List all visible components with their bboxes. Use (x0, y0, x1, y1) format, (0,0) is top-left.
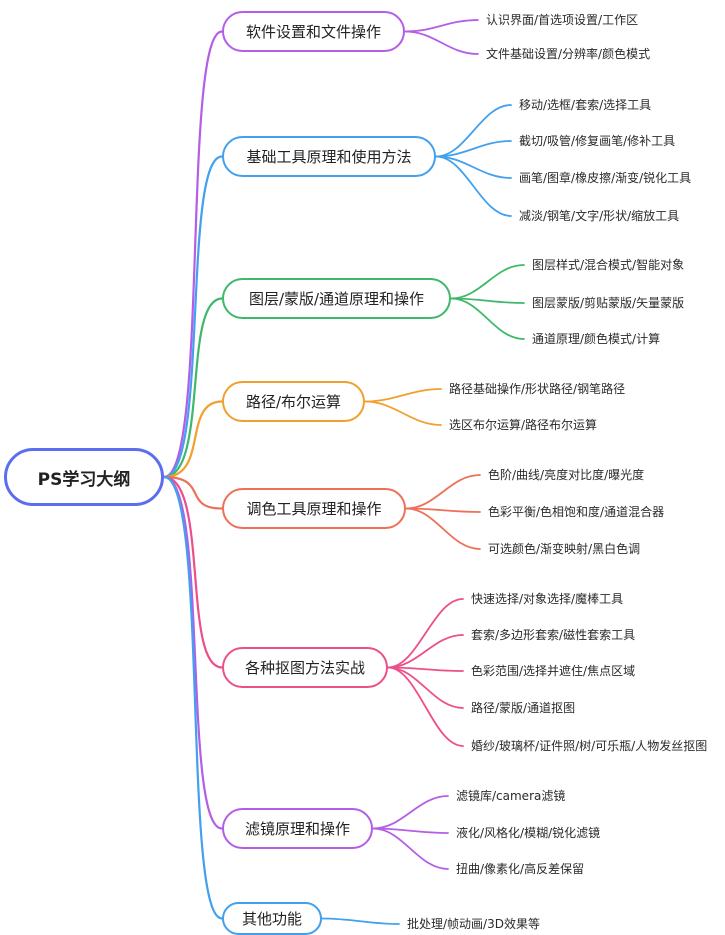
branch-leaf-connector (435, 155, 512, 217)
branch-node[interactable]: 滤镜原理和操作 (222, 808, 373, 849)
leaf-node[interactable]: 色彩范围/选择并遮住/焦点区域 (471, 664, 636, 678)
leaf-node[interactable]: 移动/选框/套索/选择工具 (519, 98, 652, 112)
leaf-node[interactable]: 色阶/曲线/亮度对比度/曝光度 (488, 468, 645, 482)
branch-leaf-connector (321, 917, 400, 925)
root-branch-connector (162, 475, 224, 920)
leaf-node[interactable]: 路径/蒙版/通道抠图 (471, 701, 576, 715)
branch-leaf-connector (404, 30, 479, 55)
leaf-node[interactable]: 液化/风格化/模糊/锐化滤镜 (456, 826, 601, 840)
root-branch-connector (162, 400, 224, 479)
leaf-node[interactable]: 画笔/图章/橡皮擦/渐变/锐化工具 (519, 171, 692, 185)
root-node[interactable]: PS学习大纲 (4, 448, 164, 506)
leaf-node[interactable]: 快速选择/对象选择/魔棒工具 (471, 592, 624, 606)
branch-node[interactable]: 路径/布尔运算 (222, 381, 365, 422)
branch-leaf-connector (372, 827, 449, 870)
leaf-node[interactable]: 通道原理/颜色模式/计算 (532, 332, 661, 346)
branch-node[interactable]: 调色工具原理和操作 (222, 488, 406, 529)
branch-node[interactable]: 其他功能 (222, 902, 322, 935)
leaf-node[interactable]: 批处理/帧动画/3D效果等 (407, 917, 540, 931)
branch-leaf-connector (364, 388, 442, 403)
branch-leaf-connector (405, 507, 481, 550)
root-branch-connector (162, 30, 224, 479)
leaf-node[interactable]: 色彩平衡/色相饱和度/通道混合器 (488, 505, 665, 519)
leaf-node[interactable]: 图层蒙版/剪贴蒙版/矢量蒙版 (532, 296, 685, 310)
root-branch-connector (162, 155, 224, 479)
leaf-node[interactable]: 套索/多边形套索/磁性套索工具 (471, 628, 636, 642)
branch-leaf-connector (450, 264, 525, 300)
branch-leaf-connector (435, 140, 512, 158)
branch-leaf-connector (387, 598, 464, 669)
leaf-node[interactable]: 路径基础操作/形状路径/钢笔路径 (449, 382, 626, 396)
branch-leaf-connector (387, 634, 464, 669)
branch-leaf-connector (387, 666, 464, 709)
branch-leaf-connector (450, 297, 525, 340)
branch-leaf-connector (387, 666, 464, 747)
branch-node[interactable]: 基础工具原理和使用方法 (222, 136, 436, 177)
leaf-node[interactable]: 图层样式/混合模式/智能对象 (532, 258, 685, 272)
leaf-node[interactable]: 扭曲/像素化/高反差保留 (456, 862, 585, 876)
root-branch-connector (162, 297, 224, 479)
leaf-node[interactable]: 婚纱/玻璃杯/证件照/树/可乐瓶/人物发丝抠图 (471, 739, 708, 753)
branch-leaf-connector (405, 474, 481, 510)
leaf-node[interactable]: 可选颜色/渐变映射/黑白色调 (488, 542, 641, 556)
branch-leaf-connector (435, 104, 512, 158)
root-branch-connector (162, 475, 224, 830)
branch-leaf-connector (364, 400, 442, 426)
branch-leaf-connector (404, 19, 479, 33)
branch-node[interactable]: 软件设置和文件操作 (222, 11, 405, 52)
root-branch-connector (162, 475, 224, 669)
leaf-node[interactable]: 滤镜库/camera滤镜 (456, 789, 566, 803)
branch-node[interactable]: 图层/蒙版/通道原理和操作 (222, 278, 451, 319)
branch-leaf-connector (435, 155, 512, 179)
leaf-node[interactable]: 认识界面/首选项设置/工作区 (486, 13, 639, 27)
branch-leaf-connector (372, 795, 449, 830)
branch-node[interactable]: 各种抠图方法实战 (222, 647, 388, 688)
root-branch-connector (162, 475, 224, 510)
leaf-node[interactable]: 选区布尔运算/路径布尔运算 (449, 418, 598, 432)
leaf-node[interactable]: 减淡/钢笔/文字/形状/缩放工具 (519, 209, 680, 223)
leaf-node[interactable]: 文件基础设置/分辨率/颜色模式 (486, 47, 651, 61)
leaf-node[interactable]: 截切/吸管/修复画笔/修补工具 (519, 134, 676, 148)
